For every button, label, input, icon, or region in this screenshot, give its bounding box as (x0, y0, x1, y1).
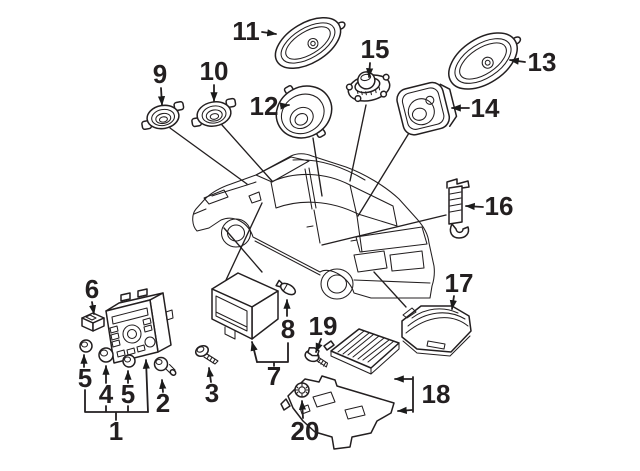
callout-3-arrow (206, 367, 214, 383)
callout-17-arrow (449, 295, 457, 310)
callout-19-arrow (315, 338, 323, 353)
part-15-center-tweeter (345, 71, 391, 103)
leader-part7-b (223, 227, 263, 273)
callout-5a-label: 5 (78, 363, 92, 393)
leader-part10 (221, 124, 273, 182)
callout-13-label: 13 (528, 47, 557, 77)
callout-7-arrow (250, 341, 258, 363)
callout-12-arrow (279, 102, 290, 110)
part-18-amplifier (323, 328, 400, 375)
part-19-bolt (304, 347, 329, 368)
vehicle-rear-wheel (320, 268, 354, 300)
group-bracket-1 (84, 389, 149, 421)
vehicle-windshield (255, 156, 310, 183)
callout-11-label: 11 (232, 16, 260, 46)
callout-8-label: 8 (281, 314, 295, 344)
part-4-knob (98, 347, 114, 363)
callout-2-label: 2 (156, 388, 170, 418)
part-14-rear-door-speaker (396, 81, 458, 136)
leader-part17 (373, 271, 407, 308)
callout-brackets (84, 342, 414, 421)
leader-lines (169, 104, 447, 308)
callout-17-label: 17 (445, 268, 474, 298)
radio-main-knob (122, 324, 142, 344)
callout-10-label: 10 (200, 56, 229, 86)
part-3-screw (194, 344, 219, 365)
leader-part15 (349, 104, 367, 182)
callout-2-arrow (159, 379, 167, 393)
callout-14-label: 14 (471, 93, 500, 123)
vehicle-license-recess (389, 250, 425, 272)
part-1-radio-unit (105, 288, 174, 364)
vehicle-mirror (248, 191, 262, 204)
part-5-knob-left (79, 339, 93, 353)
callout-15-arrow (366, 62, 374, 78)
part-18-mounting-bracket (280, 375, 395, 450)
part-10-tweeter-speaker (191, 97, 237, 128)
leader-part12 (312, 137, 323, 197)
part-17-subwoofer-box (401, 305, 472, 357)
callout-5b-label: 5 (121, 379, 135, 409)
callout-labels: 9 10 11 12 13 14 15 16 17 18 19 20 8 7 6… (78, 16, 557, 446)
part-6-clip (81, 312, 105, 332)
part-13-oval-speaker (448, 32, 522, 90)
part-8-bulb (275, 279, 297, 296)
radio-display (111, 307, 149, 325)
part-11-oval-speaker (274, 16, 346, 70)
vehicle-headlight (203, 189, 229, 205)
leader-part9 (169, 127, 248, 185)
vehicle-taillight (353, 250, 388, 273)
callout-7-label: 7 (267, 361, 281, 391)
callout-18-arrow-lower (397, 406, 413, 414)
leader-part14 (357, 132, 410, 217)
part-20-nut (294, 382, 310, 398)
callout-6-arrow (89, 301, 97, 315)
callout-9-label: 9 (153, 59, 167, 89)
leader-part16 (321, 214, 447, 246)
callout-11-arrow (261, 29, 277, 37)
callout-13-arrow (509, 57, 526, 65)
callout-18-label: 18 (422, 379, 451, 409)
part-16-bracket (446, 178, 470, 239)
part-7-storage-box (211, 272, 279, 340)
callout-20-arrow (298, 400, 307, 419)
part-9-tweeter-speaker (141, 101, 185, 131)
callout-15-label: 15 (361, 34, 390, 64)
callout-1-arrow (142, 359, 150, 413)
callout-12-label: 12 (250, 91, 279, 121)
callout-4-label: 4 (99, 379, 114, 409)
callout-20-label: 20 (291, 416, 320, 446)
part-2-knob (153, 356, 177, 376)
part-5-knob-right (122, 354, 136, 368)
vehicle-side-windows (270, 173, 398, 227)
callout-arrows (80, 29, 526, 419)
callout-16-arrow (465, 202, 484, 211)
part-12-door-speaker (275, 85, 333, 139)
group-bracket-7 (256, 342, 289, 367)
callout-16-label: 16 (485, 191, 514, 221)
callout-1-label: 1 (109, 416, 123, 446)
leader-part7-a (225, 202, 263, 281)
vehicle-rear-window (355, 226, 428, 253)
callout-19-label: 19 (309, 311, 338, 341)
callout-3-label: 3 (205, 378, 219, 408)
callout-6-label: 6 (85, 274, 99, 304)
callout-9-arrow (157, 87, 166, 106)
